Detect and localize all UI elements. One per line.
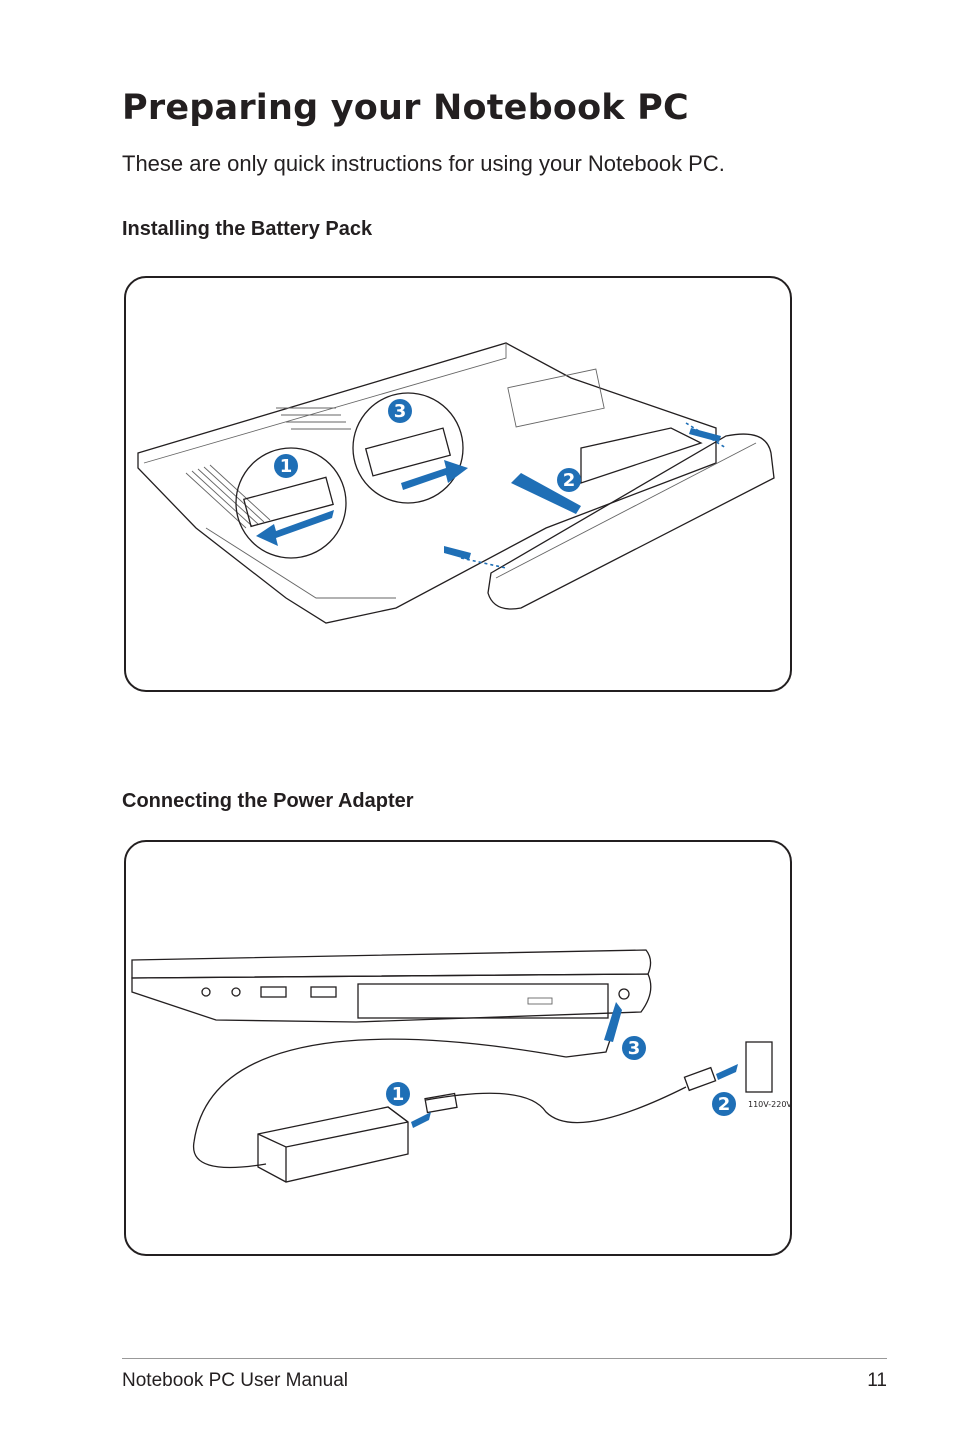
callout-circle-3 xyxy=(352,392,464,504)
step-number-power-2: 2 xyxy=(718,1094,731,1115)
battery-ridge xyxy=(495,442,757,579)
vent-holes xyxy=(276,407,351,430)
dc-plug xyxy=(565,1036,612,1058)
usb-port-1 xyxy=(260,986,287,998)
optical-drive-eject xyxy=(527,997,553,1005)
power-adapter-edges xyxy=(257,1106,409,1182)
notebook-edge-line xyxy=(143,343,507,464)
battery-illustration: 1 3 2 xyxy=(137,342,775,624)
arrow-wall-plug xyxy=(716,1064,738,1080)
section-heading-battery: Installing the Battery Pack xyxy=(122,218,373,240)
arrow-lock xyxy=(401,460,468,490)
step-badge-battery-1 xyxy=(274,454,298,478)
lock-switch-3 xyxy=(364,427,452,477)
power-illustration: 3 1 2 110V-220V xyxy=(131,949,790,1183)
battery-guide-dotted-right xyxy=(685,422,727,449)
wall-outlet xyxy=(745,1041,773,1093)
ac-plug-adapter-end xyxy=(424,1092,458,1114)
notebook-bottom-edge xyxy=(205,527,396,599)
notebook-lid xyxy=(131,949,652,979)
step-badge-battery-2 xyxy=(557,468,581,492)
step-number-power-1: 1 xyxy=(392,1084,405,1105)
notebook-base xyxy=(131,973,652,1023)
outlet-voltage-label: 110V-220V xyxy=(748,1100,790,1109)
step-badge-power-2 xyxy=(712,1092,736,1116)
footer-divider xyxy=(122,1358,887,1359)
memory-cover xyxy=(507,368,605,428)
vent-grille xyxy=(185,464,271,529)
arrow-insert-battery xyxy=(511,473,581,514)
battery-illustration-frame: 1 3 2 xyxy=(124,276,792,692)
page-number: 11 xyxy=(867,1370,887,1391)
optical-drive xyxy=(357,983,609,1019)
step-badge-power-1 xyxy=(386,1082,410,1106)
callout-circle-1 xyxy=(235,447,347,559)
step-number-battery-1: 1 xyxy=(280,456,293,477)
section-heading-power: Connecting the Power Adapter xyxy=(122,790,414,812)
arrow-unlock xyxy=(256,510,334,546)
wall-plug xyxy=(683,1066,717,1092)
notebook-underside xyxy=(137,342,717,624)
page-title: Preparing your Notebook PC xyxy=(122,88,689,128)
footer-title: Notebook PC User Manual xyxy=(122,1370,348,1391)
battery-pack xyxy=(487,433,775,610)
step-number-power-3: 3 xyxy=(628,1038,641,1059)
intro-text: These are only quick instructions for us… xyxy=(122,151,725,176)
ac-cable xyxy=(425,1086,687,1124)
arrow-slide-left xyxy=(444,546,471,560)
mic-jack xyxy=(231,987,241,997)
power-illustration-frame: 3 1 2 110V-220V xyxy=(124,840,792,1256)
step-badge-battery-3 xyxy=(388,399,412,423)
headphone-jack xyxy=(201,987,211,997)
lock-switch-1 xyxy=(243,476,334,528)
arrow-dc-plug xyxy=(604,1002,622,1042)
arrow-slide-right xyxy=(689,428,721,442)
step-number-battery-3: 3 xyxy=(394,401,407,422)
arrow-ac-to-adapter xyxy=(411,1112,431,1128)
battery-bay xyxy=(580,427,703,484)
usb-port-2 xyxy=(310,986,337,998)
step-badge-power-3 xyxy=(622,1036,646,1060)
dc-in-port xyxy=(618,988,630,1000)
dc-cable xyxy=(192,1038,567,1169)
step-number-battery-2: 2 xyxy=(563,470,576,491)
